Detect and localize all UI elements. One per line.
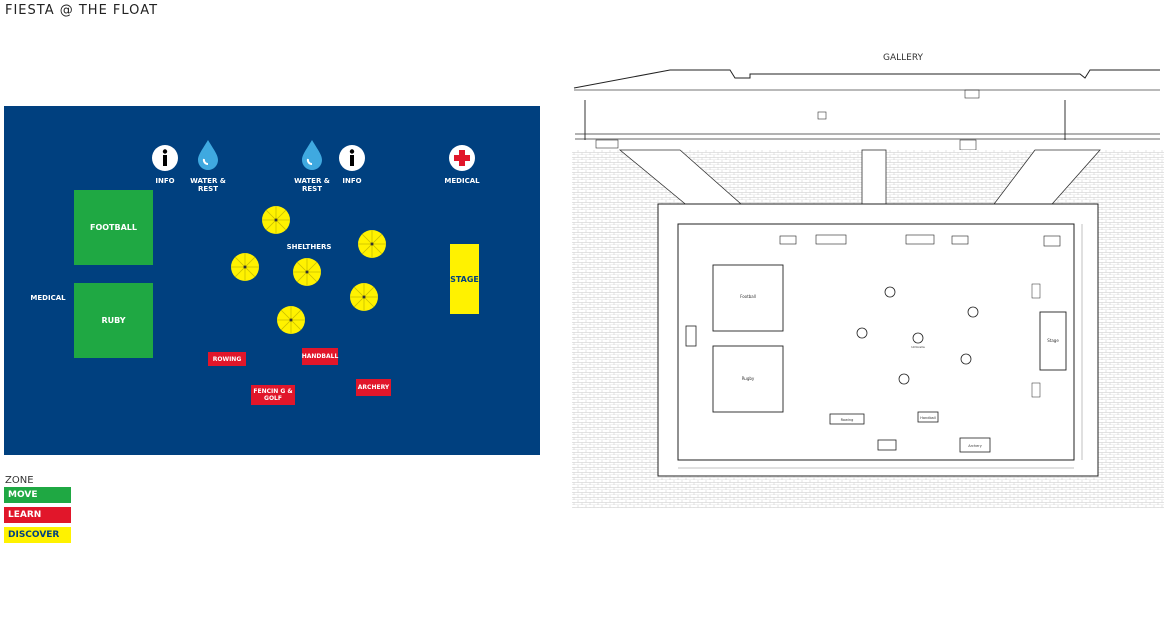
legend-discover: DISCOVER [4,527,71,543]
stage-label: STAGE [450,274,479,284]
handball-zone[interactable]: HANDBALL [302,348,338,365]
shelter-umbrella-icon [231,253,259,281]
shelter-umbrella-icon [350,283,378,311]
info-icon-2[interactable] [338,144,366,172]
info-label-1: INFO [155,177,175,185]
fencing-golf-zone[interactable]: FENCIN G & GOLF [251,385,295,405]
shelters-label: SHELTHERS [286,243,332,251]
water-drop-icon[interactable] [196,139,220,171]
football-plan-label: Football [740,294,756,299]
legend-move: MOVE [4,487,71,503]
water-rest-label-1: WATER & REST [190,177,226,193]
legend-learn: LEARN [4,507,71,523]
stage-zone[interactable]: STAGE [450,244,479,314]
umbrella-plan-label: Umbrella [911,345,925,349]
handball-label: HANDBALL [301,353,339,360]
legend-title: ZONE [5,475,34,486]
handball-plan-label: Handball [920,416,936,420]
info-icon[interactable] [151,144,179,172]
medical-cross-icon[interactable] [448,144,476,172]
event-map: FOOTBALL RUBY STAGE ROWING HANDBALL FENC… [4,106,540,455]
page-title: FIESTA @ THE FLOAT [5,3,159,18]
football-label: FOOTBALL [89,223,137,232]
medical-label-left: MEDICAL [30,294,66,302]
stage-plan-label: Stage [1047,338,1059,343]
fencing-label: FENCIN G & GOLF [253,388,293,402]
rowing-label: ROWING [212,355,242,363]
ruby-zone[interactable]: RUBY [74,283,153,358]
ruby-label: RUBY [101,316,126,325]
rowing-zone[interactable]: ROWING [208,352,246,366]
floor-plan-drawing: GALLERY Football Rugby Stage Rowing Hand… [572,53,1164,508]
archery-plan-label: Archery [968,444,982,448]
water-drop-icon-2[interactable] [300,139,324,171]
shelter-umbrella-icon [277,306,305,334]
gallery-label: GALLERY [883,53,924,63]
medical-label-top: MEDICAL [444,177,480,185]
shelter-umbrella-icon [293,258,321,286]
info-label-2: INFO [342,177,362,185]
rugby-plan-label: Rugby [742,376,755,381]
shelter-umbrella-icon [358,230,386,258]
archery-zone[interactable]: ARCHERY [356,379,391,396]
football-zone[interactable]: FOOTBALL [74,190,153,265]
rowing-plan-label: Rowing [841,418,854,422]
archery-label: ARCHERY [357,384,390,391]
water-rest-label-2: WATER & REST [294,177,330,193]
shelter-umbrella-icon [262,206,290,234]
